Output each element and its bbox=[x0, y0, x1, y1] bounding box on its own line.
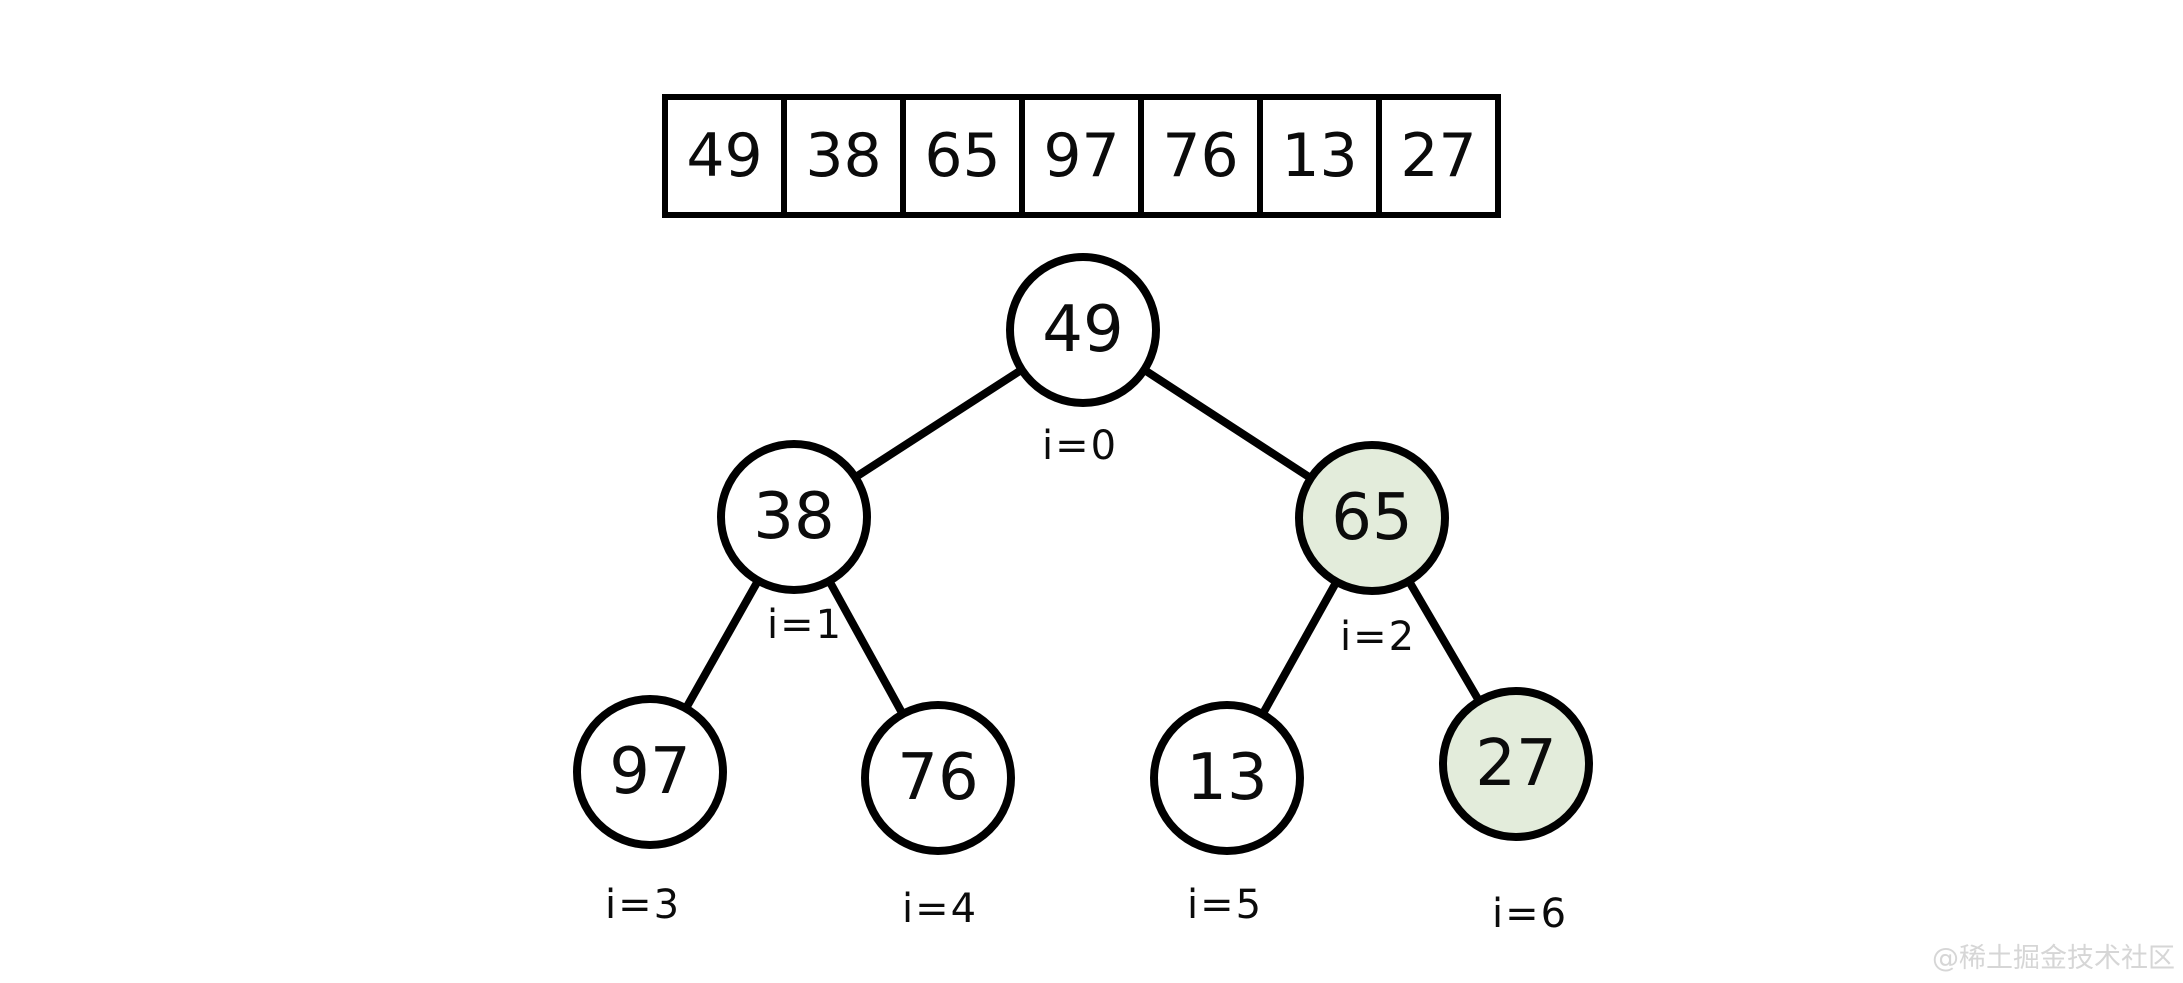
tree-node-4: 76 bbox=[861, 701, 1015, 855]
tree-node-2: 65 bbox=[1295, 441, 1449, 595]
array-cell-5: 13 bbox=[1263, 100, 1382, 212]
node-value: 27 bbox=[1475, 727, 1557, 801]
array-cell-1: 38 bbox=[787, 100, 906, 212]
array-cell-2: 65 bbox=[906, 100, 1025, 212]
index-label-1: i=1 bbox=[766, 602, 844, 648]
index-label-4: i=4 bbox=[901, 886, 979, 932]
index-label-5: i=5 bbox=[1186, 882, 1264, 928]
watermark: @稀土掘金技术社区 bbox=[1932, 943, 2175, 974]
tree-node-1: 38 bbox=[717, 440, 871, 594]
node-value: 65 bbox=[1331, 481, 1413, 555]
node-value: 49 bbox=[1042, 293, 1124, 367]
node-value: 97 bbox=[609, 735, 691, 809]
tree-node-5: 13 bbox=[1150, 701, 1304, 855]
array-cell-0: 49 bbox=[668, 100, 787, 212]
index-label-2: i=2 bbox=[1339, 614, 1417, 660]
tree-node-0: 49 bbox=[1006, 253, 1160, 407]
index-label-3: i=3 bbox=[604, 882, 682, 928]
array-cell-4: 76 bbox=[1144, 100, 1263, 212]
array-representation: 49 38 65 97 76 13 27 bbox=[662, 94, 1501, 218]
tree-node-3: 97 bbox=[573, 695, 727, 849]
array-cell-3: 97 bbox=[1025, 100, 1144, 212]
node-value: 13 bbox=[1186, 741, 1268, 815]
array-cell-6: 27 bbox=[1382, 100, 1495, 212]
index-label-0: i=0 bbox=[1041, 423, 1119, 469]
node-value: 76 bbox=[897, 741, 979, 815]
index-label-6: i=6 bbox=[1491, 891, 1569, 937]
node-value: 38 bbox=[753, 480, 835, 554]
tree-node-6: 27 bbox=[1439, 687, 1593, 841]
